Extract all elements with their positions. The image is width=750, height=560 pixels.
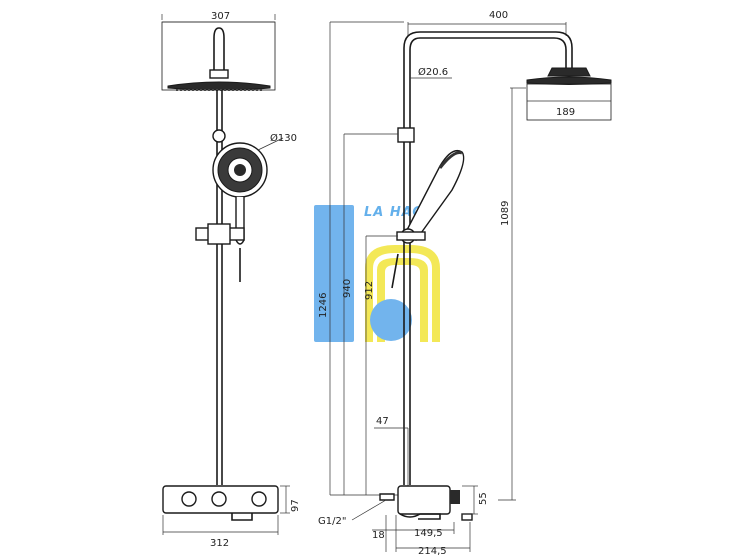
dim-189-label: 189: [556, 107, 575, 118]
dim-20-6-label: Ø20.6: [418, 66, 448, 78]
overhead-side-joint: [547, 67, 591, 77]
logo-blue-circle: [370, 299, 412, 341]
overhead-arm: [213, 27, 225, 72]
dim-307-label: 307: [211, 11, 230, 22]
logo-blue-bar: [314, 205, 354, 342]
dim-149-5-label: 149,5: [414, 528, 443, 539]
dim-55-label: 55: [478, 492, 489, 505]
shower-arm-inner: [409, 37, 567, 485]
side-hose: [391, 253, 399, 289]
watermark-text: LA HAO: [364, 205, 424, 220]
front-view: 307 Ø130 312: [161, 11, 301, 549]
right-knob: [251, 491, 267, 507]
mixer-side-knob: [450, 490, 460, 504]
dim-g12-leader: [351, 499, 387, 521]
dim-400-label: 400: [489, 10, 508, 21]
dim-1246-label: 1246: [318, 293, 329, 318]
dim-912-label: 912: [364, 281, 375, 300]
overhead-side-head: [526, 76, 612, 85]
mixer-body-side: [397, 485, 451, 515]
spout-front: [231, 513, 253, 521]
dim-312-label: 312: [210, 538, 229, 549]
dim-940-label: 940: [342, 279, 353, 298]
side-view: 400 Ø20.6 189 1089 1246 940: [318, 10, 612, 557]
dim-130-label: Ø130: [270, 132, 297, 144]
overhead-shower-head: [167, 81, 271, 91]
overhead-outline-box: [161, 21, 276, 91]
shower-arm-outer: [403, 31, 573, 485]
upper-bracket: [212, 129, 226, 143]
dim-97-label: 97: [290, 499, 301, 512]
dim-214-5-label: 214,5: [418, 546, 447, 557]
center-knob: [211, 491, 227, 507]
handshower-side: [406, 149, 465, 242]
left-knob: [181, 491, 197, 507]
side-upper-bracket: [397, 127, 415, 143]
wall-inlet: [379, 493, 395, 501]
dim-g12-label: G1/2": [318, 516, 346, 527]
dim-18-label: 18: [372, 530, 385, 541]
overhead-joint: [209, 69, 229, 79]
logo-yellow-arch: [365, 245, 440, 342]
dim-1089-label: 1089: [500, 201, 511, 226]
spout-side: [399, 513, 441, 520]
overhead-side-outline: [526, 83, 612, 121]
dim-47-label: 47: [376, 416, 389, 427]
dim-130-leader: [257, 137, 284, 151]
